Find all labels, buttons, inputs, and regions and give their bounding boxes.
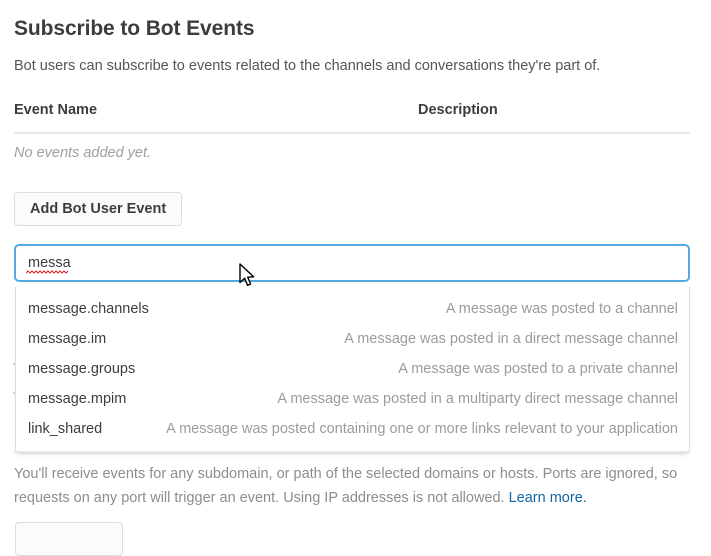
event-suggestions-dropdown[interactable]: message.channels A message was posted to… <box>15 287 690 454</box>
dropdown-item-message-mpim[interactable]: message.mpim A message was posted in a m… <box>16 384 689 414</box>
bot-events-page: Subscribe to Bot Events Bot users can su… <box>13 17 690 556</box>
search-input[interactable] <box>28 246 628 280</box>
page-subtitle: Bot users can subscribe to events relate… <box>14 58 601 74</box>
obscured-content-mark <box>13 363 16 365</box>
section-divider <box>14 451 690 453</box>
obscured-content-mark <box>13 392 16 394</box>
event-search-field[interactable] <box>14 244 690 282</box>
dropdown-item-name: message.channels <box>28 301 149 317</box>
dropdown-item-message-groups[interactable]: message.groups A message was posted to a… <box>16 354 689 384</box>
dropdown-item-description: A message was posted to a private channe… <box>398 361 678 377</box>
empty-state-message: No events added yet. <box>14 145 152 161</box>
add-bot-user-event-button[interactable]: Add Bot User Event <box>14 192 183 226</box>
events-table: Event Name Description No events added y… <box>14 102 690 161</box>
dropdown-item-description: A message was posted containing one or m… <box>166 421 678 437</box>
learn-more-link[interactable]: Learn more. <box>508 490 587 506</box>
column-header-event-name: Event Name <box>14 102 98 118</box>
page-title: Subscribe to Bot Events <box>14 17 255 40</box>
domain-helper-text: You'll receive events for any subdomain,… <box>14 462 680 510</box>
dropdown-item-message-im[interactable]: message.im A message was posted in a dir… <box>16 324 689 354</box>
dropdown-item-message-channels[interactable]: message.channels A message was posted to… <box>16 294 689 324</box>
column-header-description: Description <box>418 102 498 118</box>
dropdown-item-link-shared[interactable]: link_shared A message was posted contain… <box>16 414 689 444</box>
dropdown-item-name: message.mpim <box>28 391 127 407</box>
dropdown-item-name: message.im <box>28 331 107 347</box>
dropdown-item-name: link_shared <box>28 421 103 437</box>
dropdown-item-description: A message was posted to a channel <box>445 301 678 317</box>
helper-text-body: You'll receive events for any subdomain,… <box>14 466 678 506</box>
table-header-row: Event Name Description <box>14 102 690 134</box>
dropdown-item-name: message.groups <box>28 361 136 377</box>
dropdown-item-description: A message was posted in a multiparty dir… <box>277 391 678 407</box>
dropdown-item-description: A message was posted in a direct message… <box>344 331 678 347</box>
bottom-action-button[interactable] <box>15 522 123 556</box>
table-header-divider <box>14 132 690 134</box>
